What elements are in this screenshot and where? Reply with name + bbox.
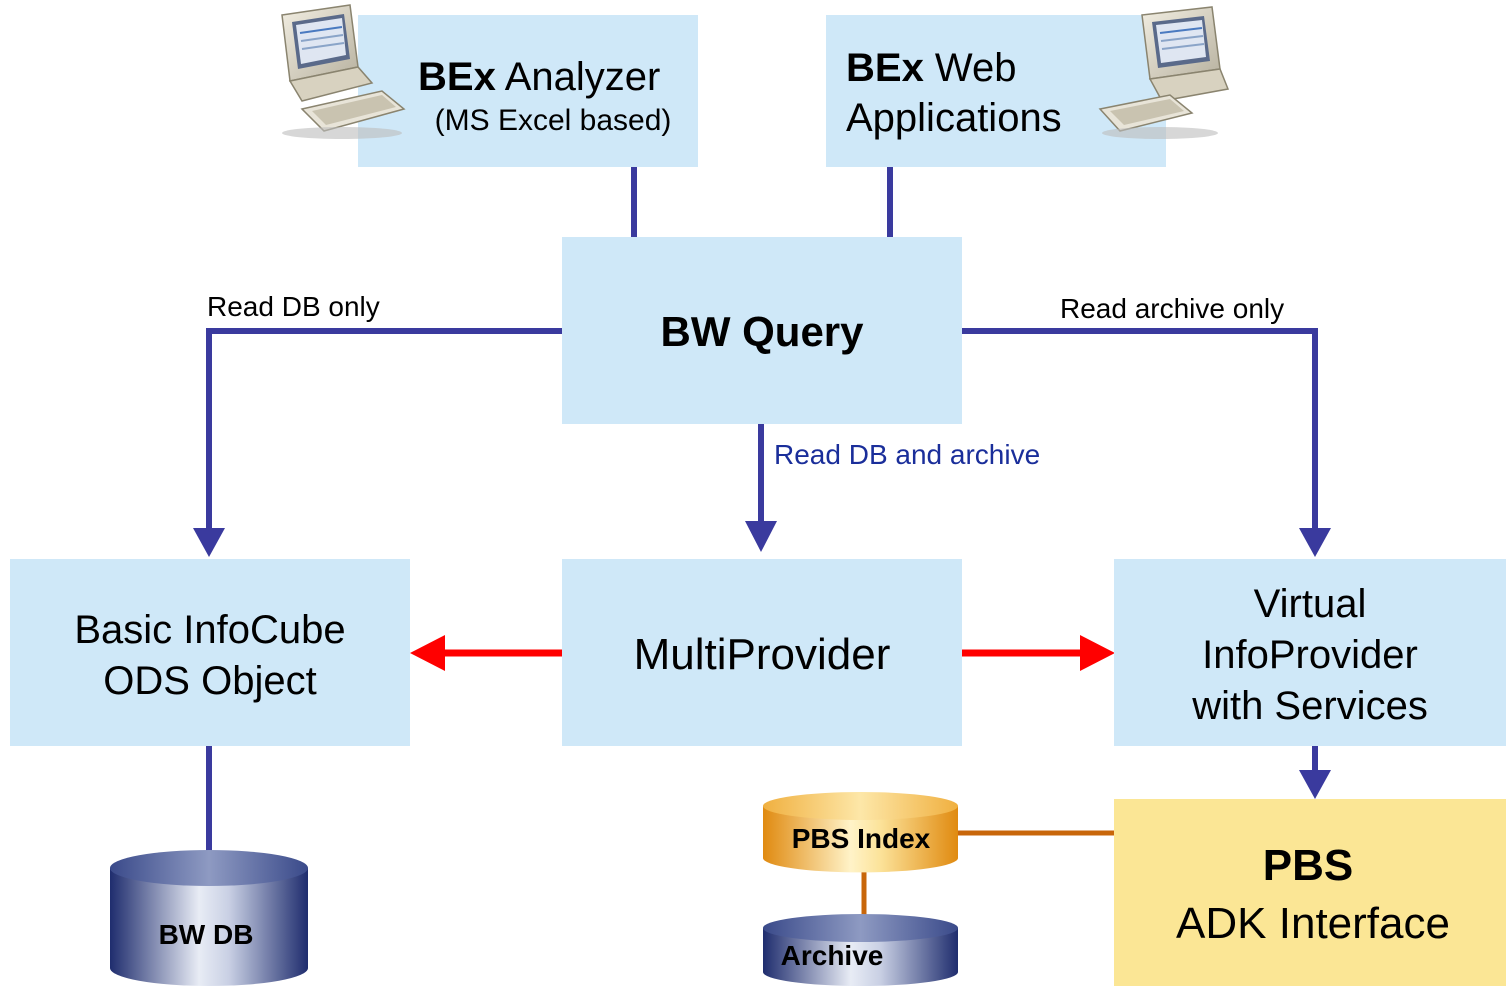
svg-text:BW DB: BW DB (159, 919, 254, 950)
basic-infocube-box: Basic InfoCube ODS Object (10, 559, 410, 746)
svg-text:Basic InfoCube: Basic InfoCube (74, 608, 345, 652)
svg-text:PBS Index: PBS Index (792, 823, 931, 854)
arrowhead-pbs (1299, 770, 1331, 799)
orange-connectors (861, 830, 1114, 918)
multiprovider-box: MultiProvider (562, 559, 962, 746)
bex-web-box: BEx Web Applications (826, 15, 1166, 167)
bw-query-box: BW Query (562, 237, 962, 424)
svg-text:ODS Object: ODS Object (103, 659, 316, 703)
computer-icon (281, 4, 406, 139)
svg-text:Virtual: Virtual (1254, 582, 1367, 626)
arrowhead-infocube (193, 528, 225, 557)
arrowhead-red-left (410, 635, 445, 671)
connector-query-infocube (206, 328, 562, 530)
red-arrows (410, 635, 1115, 671)
svg-text:BEx Analyzer: BEx Analyzer (418, 55, 660, 99)
svg-text:Applications: Applications (846, 96, 1062, 140)
pbs-adk-box: PBS ADK Interface (1114, 799, 1506, 986)
arrowhead-multiprovider (745, 521, 777, 552)
label-read-db-and-archive: Read DB and archive (774, 439, 1040, 470)
svg-text:InfoProvider: InfoProvider (1202, 633, 1418, 677)
arrowhead-red-right (1080, 635, 1115, 671)
bex-analyzer-box: BEx Analyzer (MS Excel based) (358, 15, 698, 167)
arrowheads-blue (193, 521, 1331, 799)
virtual-infoprovider-box: Virtual InfoProvider with Services (1114, 559, 1506, 746)
svg-text:BW Query: BW Query (660, 308, 864, 355)
connectors (206, 167, 1318, 858)
computer-icon (1098, 6, 1230, 139)
pbs-index-cylinder: PBS Index (763, 792, 958, 873)
label-read-db-only: Read DB only (207, 291, 380, 322)
label-read-archive-only: Read archive only (1060, 293, 1284, 324)
connector-query-virtual (962, 328, 1318, 530)
svg-text:MultiProvider: MultiProvider (634, 630, 891, 679)
arrowhead-virtual (1299, 528, 1331, 557)
bex-analyzer-subtitle: (MS Excel based) (435, 104, 672, 137)
svg-text:with Services: with Services (1191, 684, 1428, 728)
bw-db-cylinder: BW DB (110, 850, 308, 986)
svg-text:BEx Web: BEx Web (846, 46, 1016, 90)
svg-text:ADK Interface: ADK Interface (1176, 899, 1450, 948)
svg-text:PBS: PBS (1263, 841, 1353, 890)
svg-text:Archive: Archive (781, 940, 884, 971)
archive-cylinder: Archive (763, 914, 958, 986)
